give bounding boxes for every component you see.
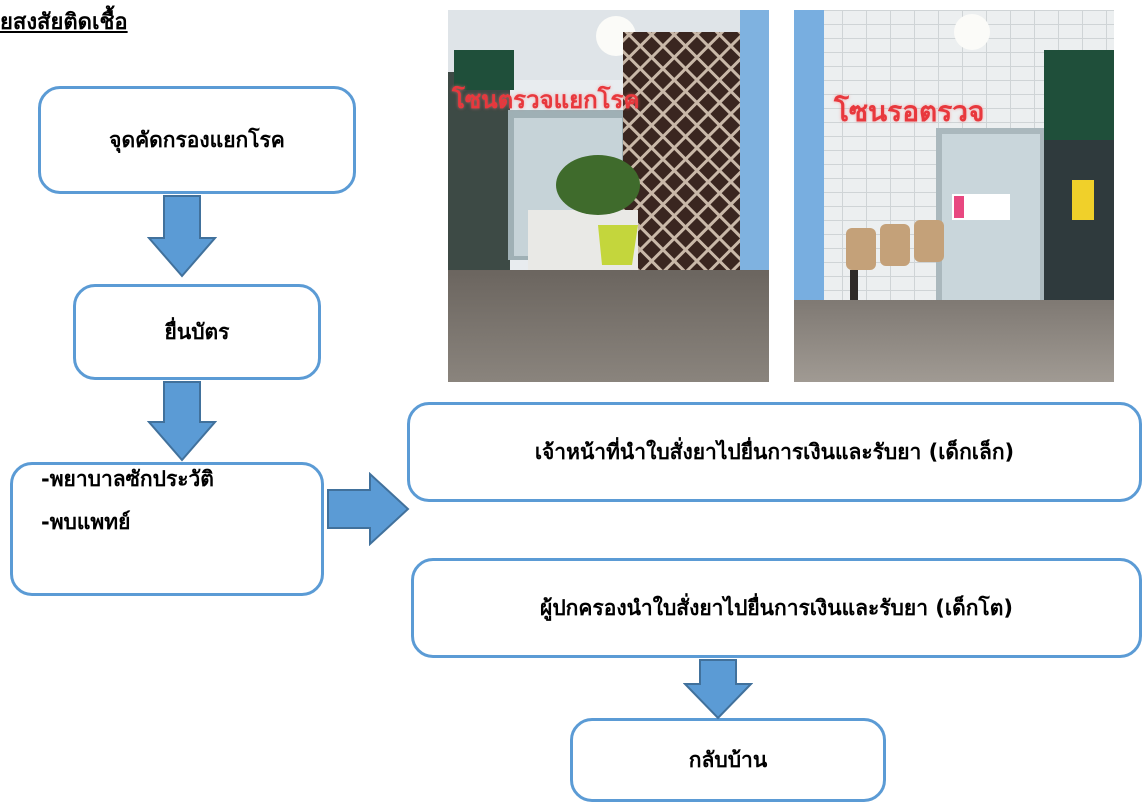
page-heading: ยสงสัยติดเชื้อ	[0, 10, 128, 35]
arrow-down-1	[147, 195, 217, 278]
parent-older-child-label: ผู้ปกครองนำใบสั่งยาไปยื่นการเงินและรับยา…	[540, 595, 1013, 620]
screening-label: จุดคัดกรองแยกโรค	[109, 127, 285, 152]
submit-card-label: ยื่นบัตร	[164, 319, 230, 344]
submit-card-node: ยื่นบัตร	[73, 284, 321, 380]
waiting-zone-photo: โซนรอตรวจ	[794, 10, 1114, 382]
waiting-zone-photo-image	[794, 10, 1114, 382]
arrow-down-2	[147, 381, 217, 462]
go-home-label: กลับบ้าน	[688, 747, 768, 772]
go-home-node: กลับบ้าน	[570, 718, 886, 802]
arrow-right	[327, 472, 410, 546]
arrow-down-3	[683, 659, 753, 720]
nurse-history-label: -พยาบาลซักประวัติ	[41, 467, 214, 491]
screening-zone-sign: โซนตรวจแยกโรค	[452, 85, 640, 114]
screening-node: จุดคัดกรองแยกโรค	[38, 86, 356, 194]
staff-small-child-label: เจ้าหน้าที่นำใบสั่งยาไปยื่นการเงินและรับ…	[534, 439, 1015, 464]
history-doctor-node: -พยาบาลซักประวัติ -พบแพทย์	[10, 462, 324, 596]
waiting-zone-sign: โซนรอตรวจ	[834, 95, 985, 128]
screening-zone-photo: โซนตรวจแยกโรค	[448, 10, 769, 382]
parent-older-child-node: ผู้ปกครองนำใบสั่งยาไปยื่นการเงินและรับยา…	[411, 558, 1142, 658]
screening-zone-photo-image	[448, 10, 769, 382]
see-doctor-label: -พบแพทย์	[41, 510, 131, 535]
staff-small-child-node: เจ้าหน้าที่นำใบสั่งยาไปยื่นการเงินและรับ…	[407, 402, 1142, 502]
